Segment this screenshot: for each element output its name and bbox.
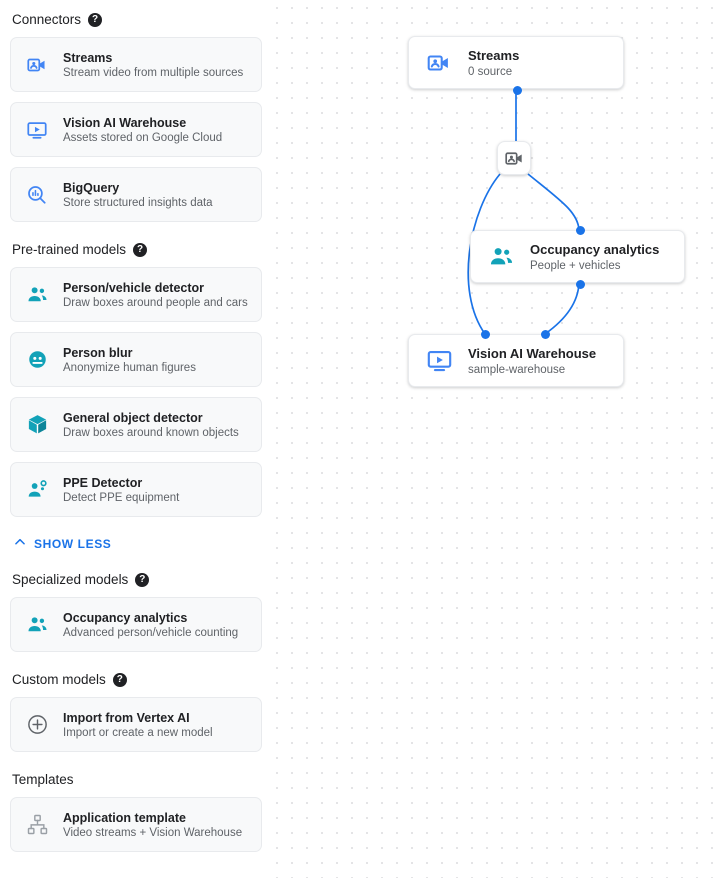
palette-item-subtitle: Store structured insights data [63, 196, 213, 209]
pipeline-graph-canvas[interactable]: Streams 0 source [272, 0, 725, 878]
palette-item-subtitle: Detect PPE equipment [63, 491, 180, 504]
palette-item-title: Import from Vertex AI [63, 710, 190, 725]
graph-node-title: Vision AI Warehouse [468, 345, 597, 361]
output-port[interactable] [576, 280, 585, 289]
help-icon[interactable]: ? [133, 242, 148, 257]
graph-node-streams[interactable]: Streams 0 source [408, 36, 624, 95]
graph-node-vision-ai-warehouse[interactable]: Vision AI Warehouse sample-warehouse [408, 330, 624, 387]
video-camera-icon [425, 49, 453, 77]
hierarchy-icon [25, 813, 49, 837]
help-icon[interactable]: ? [88, 12, 103, 27]
section-title: Templates [12, 772, 74, 787]
palette-item-vision-ai-warehouse[interactable]: Vision AI Warehouse Assets stored on Goo… [10, 102, 262, 157]
media-warehouse-icon [25, 118, 49, 142]
people-group-icon [25, 613, 49, 637]
palette-item-streams[interactable]: Streams Stream video from multiple sourc… [10, 37, 262, 92]
graph-edges [467, 89, 580, 335]
ppe-person-icon [25, 478, 49, 502]
video-camera-icon [500, 144, 528, 172]
palette-item-title: BigQuery [63, 180, 120, 195]
section-header-connectors: Connectors ? [10, 12, 262, 27]
plus-circle-icon [25, 713, 49, 737]
palette-item-title: PPE Detector [63, 475, 143, 490]
section-header-templates: Templates [10, 772, 262, 787]
video-camera-icon [25, 53, 49, 77]
section-header-custom-models: Custom models ? [10, 672, 262, 687]
palette-item-title: Occupancy analytics [63, 610, 188, 625]
palette-item-import-from-vertex-ai[interactable]: Import from Vertex AI Import or create a… [10, 697, 262, 752]
graph-node-subtitle: 0 source [468, 65, 513, 78]
people-group-icon [487, 243, 515, 271]
people-group-icon [25, 283, 49, 307]
palette-item-title: General object detector [63, 410, 203, 425]
show-less-label: SHOW LESS [34, 536, 112, 551]
input-port[interactable] [576, 226, 585, 235]
chevron-up-icon [13, 535, 27, 552]
graph-node-occupancy-analytics[interactable]: Occupancy analytics People + vehicles [470, 226, 685, 289]
graph-node-subtitle: sample-warehouse [468, 363, 566, 376]
palette-item-subtitle: Video streams + Vision Warehouse [63, 826, 243, 839]
palette-item-subtitle: Draw boxes around known objects [63, 426, 239, 439]
palette-item-subtitle: Import or create a new model [63, 726, 213, 739]
palette-item-title: Streams [63, 50, 113, 65]
section-title: Custom models [12, 672, 106, 687]
input-port-secondary[interactable] [541, 330, 550, 339]
palette-item-bigquery[interactable]: BigQuery Store structured insights data [10, 167, 262, 222]
bigquery-icon [25, 183, 49, 207]
face-blur-icon [25, 348, 49, 372]
component-palette-sidebar: Connectors ? Streams Stream video from m… [0, 0, 272, 878]
help-icon[interactable]: ? [135, 572, 150, 587]
section-header-specialized-models: Specialized models ? [10, 572, 262, 587]
palette-item-subtitle: Stream video from multiple sources [63, 66, 244, 79]
palette-item-occupancy-analytics[interactable]: Occupancy analytics Advanced person/vehi… [10, 597, 262, 652]
palette-item-title: Person/vehicle detector [63, 280, 205, 295]
input-port-primary[interactable] [481, 330, 490, 339]
output-port[interactable] [513, 86, 522, 95]
palette-item-person-vehicle-detector[interactable]: Person/vehicle detector Draw boxes aroun… [10, 267, 262, 322]
graph-node-subtitle: People + vehicles [530, 259, 621, 272]
palette-item-title: Application template [63, 810, 186, 825]
cube-icon [25, 413, 49, 437]
palette-item-title: Vision AI Warehouse [63, 115, 187, 130]
palette-item-general-object-detector[interactable]: General object detector Draw boxes aroun… [10, 397, 262, 452]
section-title: Connectors [12, 12, 82, 27]
palette-item-title: Person blur [63, 345, 133, 360]
edge-router-to-warehouse [467, 173, 501, 335]
graph-node-title: Streams [468, 47, 520, 63]
palette-item-subtitle: Assets stored on Google Cloud [63, 131, 223, 144]
palette-item-subtitle: Draw boxes around people and cars [63, 296, 248, 309]
section-title: Pre-trained models [12, 242, 127, 257]
media-warehouse-icon [425, 347, 453, 375]
graph-node-router[interactable] [497, 141, 531, 175]
graph-node-title: Occupancy analytics [530, 241, 660, 257]
palette-item-ppe-detector[interactable]: PPE Detector Detect PPE equipment [10, 462, 262, 517]
show-less-button[interactable]: SHOW LESS [10, 535, 262, 552]
section-title: Specialized models [12, 572, 129, 587]
edge-occupancy-to-warehouse [544, 282, 580, 335]
palette-item-subtitle: Anonymize human figures [63, 361, 196, 374]
palette-item-application-template[interactable]: Application template Video streams + Vis… [10, 797, 262, 852]
help-icon[interactable]: ? [112, 672, 127, 687]
edge-router-to-occupancy [527, 173, 580, 231]
section-header-pre-trained-models: Pre-trained models ? [10, 242, 262, 257]
palette-item-subtitle: Advanced person/vehicle counting [63, 626, 239, 639]
palette-item-person-blur[interactable]: Person blur Anonymize human figures [10, 332, 262, 387]
